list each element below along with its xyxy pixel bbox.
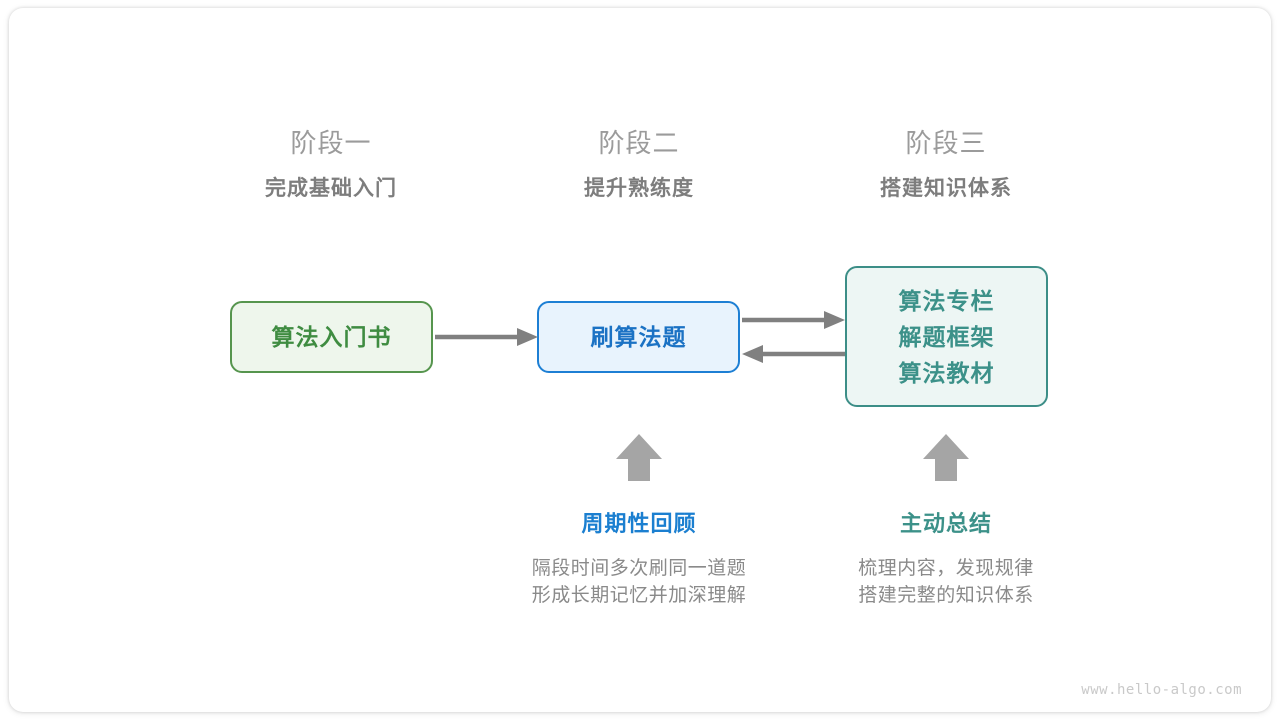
stage-2-subtitle: 提升熟练度 xyxy=(584,177,694,200)
caption-summary-desc-line-1: 梳理内容，发现规律 xyxy=(858,558,1034,579)
caption-summary-desc-line-2: 搭建完整的知识体系 xyxy=(858,585,1034,606)
caption-periodic-review: 周期性回顾 隔段时间多次刷同一道题 形成长期记忆并加深理解 xyxy=(479,509,799,609)
node-system-line-2: 解题框架 xyxy=(898,323,995,350)
stage-2-title: 阶段二 xyxy=(598,128,680,158)
node-system-line-3: 算法教材 xyxy=(898,359,995,386)
node-knowledge-system[interactable]: 算法专栏 解题框架 算法教材 xyxy=(845,266,1048,407)
stage-1-title: 阶段一 xyxy=(290,128,372,158)
watermark: www.hello-algo.com xyxy=(1081,682,1242,698)
node-algorithm-intro-book[interactable]: 算法入门书 xyxy=(230,301,433,373)
caption-active-summary: 主动总结 梳理内容，发现规律 搭建完整的知识体系 xyxy=(786,509,1106,609)
caption-review-desc: 隔段时间多次刷同一道题 形成长期记忆并加深理解 xyxy=(479,555,799,609)
caption-review-desc-line-2: 形成长期记忆并加深理解 xyxy=(531,585,747,606)
caption-review-title: 周期性回顾 xyxy=(581,511,697,536)
stage-3-title: 阶段三 xyxy=(905,128,987,158)
node-practice-problems[interactable]: 刷算法题 xyxy=(537,301,740,373)
stage-1-subtitle: 完成基础入门 xyxy=(265,177,397,200)
caption-summary-desc: 梳理内容，发现规律 搭建完整的知识体系 xyxy=(786,555,1106,609)
node-practice-line-1: 刷算法题 xyxy=(590,324,687,350)
stage-header-1: 阶段一 完成基础入门 xyxy=(181,126,481,204)
node-system-line-1: 算法专栏 xyxy=(898,287,995,314)
stage-3-subtitle: 搭建知识体系 xyxy=(880,177,1012,200)
node-book-line-1: 算法入门书 xyxy=(271,324,392,350)
stage-header-2: 阶段二 提升熟练度 xyxy=(489,126,789,204)
caption-summary-title: 主动总结 xyxy=(899,511,992,536)
stage-header-3: 阶段三 搭建知识体系 xyxy=(796,126,1096,204)
caption-review-desc-line-1: 隔段时间多次刷同一道题 xyxy=(531,558,747,579)
